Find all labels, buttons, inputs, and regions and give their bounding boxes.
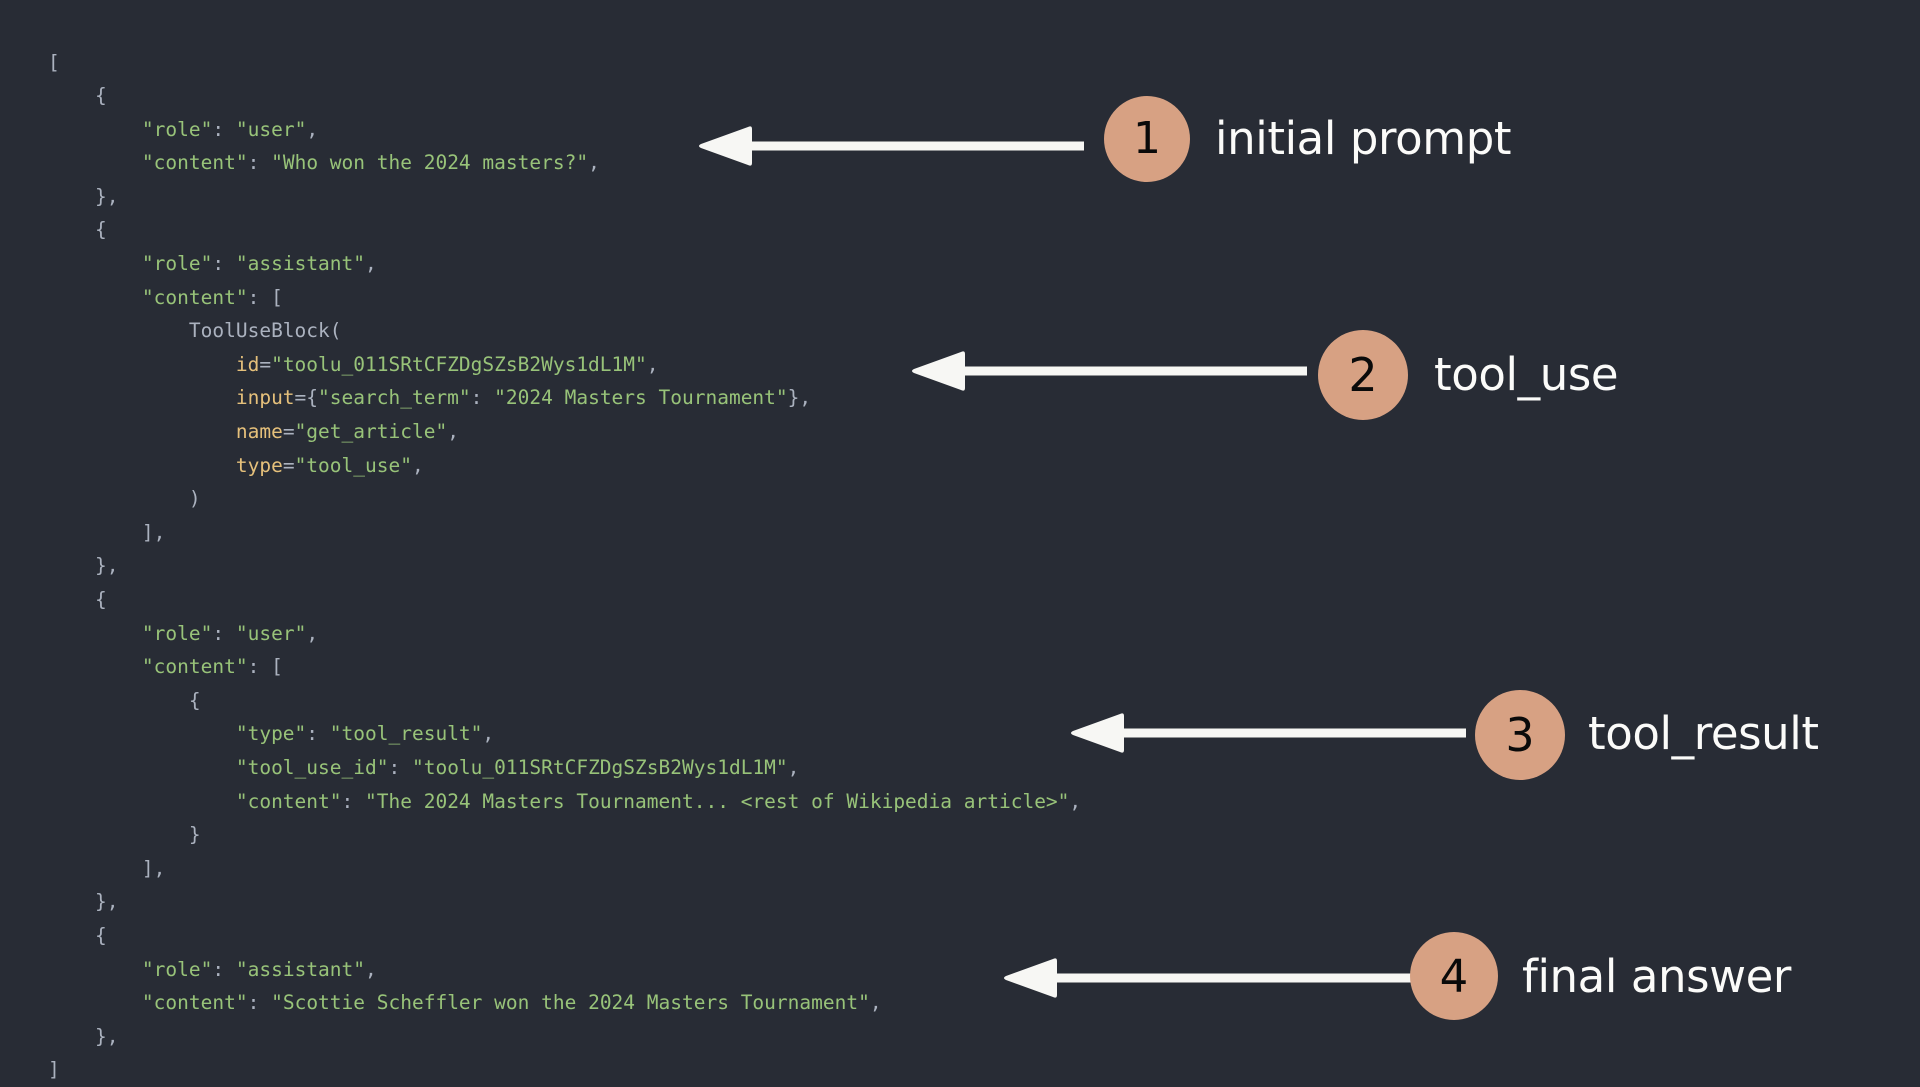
annotation-badge-4: 4 <box>1410 932 1498 1020</box>
code-line: } <box>188 823 201 847</box>
code-line: { <box>94 923 107 947</box>
code-line: { <box>94 588 107 611</box>
code-line: "role": "user", <box>141 621 319 645</box>
annotation-arrow-1 <box>694 124 1084 168</box>
code-line: type="tool_use", <box>235 453 424 477</box>
code-line: { <box>94 218 107 242</box>
annotation-badge-4-number: 4 <box>1439 949 1469 1003</box>
code-line: [ <box>48 50 60 74</box>
code-line: "role": "assistant", <box>141 957 377 981</box>
code-line: "role": "assistant", <box>141 252 377 276</box>
annotation-label-2: tool_use <box>1434 348 1619 401</box>
code-line: "content": [ <box>141 285 283 309</box>
code-line: ], <box>141 520 166 544</box>
code-line: id="toolu_011SRtCFZDgSZsB2Wys1dL1M", <box>235 352 659 376</box>
code-line: "role": "user", <box>141 117 319 141</box>
code-line: { <box>188 688 201 712</box>
code-line: "content": [ <box>141 655 283 679</box>
annotation-badge-3-number: 3 <box>1505 708 1535 762</box>
annotation-badge-2-number: 2 <box>1348 348 1378 402</box>
code-line: input={"search_term": "2024 Masters Tour… <box>235 386 812 410</box>
code-line: "type": "tool_result", <box>235 722 495 746</box>
code-line: ) <box>188 487 201 511</box>
code-line: }, <box>94 554 119 578</box>
code-line: "tool_use_id": "toolu_011SRtCFZDgSZsB2Wy… <box>235 755 800 779</box>
code-line: ToolUseBlock( <box>188 319 342 343</box>
annotation-arrow-2 <box>907 349 1307 393</box>
code-line: }, <box>94 1024 119 1048</box>
code-line: ], <box>141 856 166 880</box>
annotation-badge-1-number: 1 <box>1133 113 1161 164</box>
annotation-badge-3: 3 <box>1475 690 1565 780</box>
code-line: }, <box>94 890 119 914</box>
code-line: "content": "Who won the 2024 masters?", <box>141 151 600 175</box>
annotation-badge-1: 1 <box>1104 96 1190 182</box>
code-line: "content": "Scottie Scheffler won the 20… <box>141 991 882 1015</box>
code-line: "content": "The 2024 Masters Tournament.… <box>235 789 1082 813</box>
annotation-arrow-3 <box>1066 711 1466 755</box>
annotation-label-4: final answer <box>1522 950 1791 1003</box>
annotation-label-1: initial prompt <box>1215 112 1512 165</box>
code-line: name="get_article", <box>235 420 459 444</box>
annotation-label-3: tool_result <box>1588 707 1819 760</box>
annotation-badge-2: 2 <box>1318 330 1408 420</box>
code-line: }, <box>94 184 119 208</box>
code-line: ] <box>48 1058 60 1082</box>
message-list-code-block: [ { "role": "user", "content": "Who won … <box>48 46 1081 1087</box>
code-line: { <box>94 84 107 108</box>
annotation-arrow-4 <box>999 956 1411 1000</box>
